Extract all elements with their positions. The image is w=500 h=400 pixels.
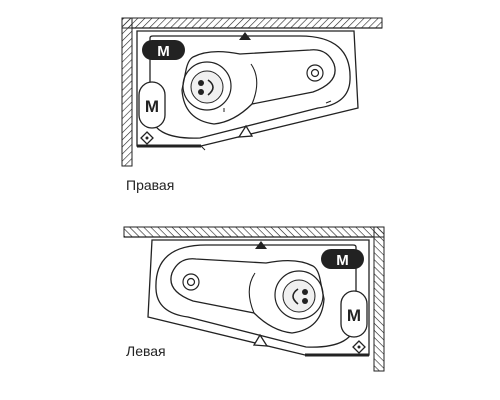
headrest xyxy=(274,270,324,320)
headrest xyxy=(182,61,232,111)
left-wall xyxy=(121,17,133,167)
tub-outline xyxy=(136,30,359,147)
front-arrow-marker xyxy=(252,333,269,347)
tub-rim xyxy=(149,35,351,139)
tub-outline xyxy=(147,239,370,356)
smiley-icon xyxy=(198,79,214,96)
bath-right-hand: M M xyxy=(121,17,383,167)
top-arrow-marker xyxy=(239,32,251,40)
massage-pill-label: M xyxy=(347,306,361,325)
caption-left: Левая xyxy=(126,343,166,359)
faucet-icon xyxy=(352,340,366,354)
smiley-icon xyxy=(292,288,308,305)
faucet-icon xyxy=(140,131,154,145)
front-arrow-marker xyxy=(237,124,254,138)
massage-badge: M xyxy=(142,40,185,60)
bath-left-hand: M M xyxy=(123,226,385,372)
caption-right: Правая xyxy=(126,177,175,193)
top-arrow-marker xyxy=(255,241,267,249)
top-wall xyxy=(121,17,383,29)
massage-pill-label: M xyxy=(145,97,159,116)
massage-pill: M xyxy=(138,81,166,129)
massage-badge-label: M xyxy=(336,252,349,269)
massage-badge-label: M xyxy=(157,43,170,60)
drain-icon xyxy=(306,64,324,82)
top-wall xyxy=(123,226,385,238)
tub-rim xyxy=(155,244,357,348)
side-wall xyxy=(373,226,385,372)
massage-badge: M xyxy=(321,249,364,269)
drain-icon xyxy=(182,273,200,291)
massage-pill: M xyxy=(340,290,368,338)
